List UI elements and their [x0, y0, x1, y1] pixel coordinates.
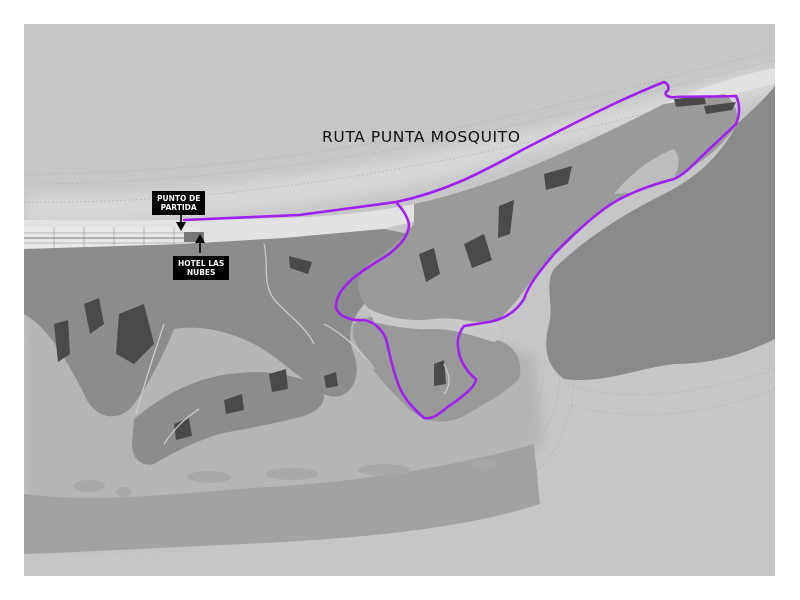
- map-frame[interactable]: RUTA PUNTA MOSQUITO PUNTO DE PARTIDA HOT…: [24, 24, 775, 576]
- land-southwest-island: [132, 372, 324, 465]
- start-label-line1: PUNTO DE: [157, 194, 201, 203]
- sand-bank-south: [24, 444, 540, 554]
- town: [24, 227, 204, 249]
- inner-bay: [369, 309, 501, 342]
- land-central: [358, 94, 738, 323]
- start-point-label[interactable]: PUNTO DE PARTIDA: [152, 191, 206, 215]
- map-title: RUTA PUNTA MOSQUITO: [322, 128, 521, 146]
- hotel-label[interactable]: HOTEL LAS NUBES: [173, 256, 230, 280]
- start-label-line2: PARTIDA: [160, 203, 197, 212]
- map-canvas[interactable]: [24, 24, 775, 576]
- land-east: [546, 86, 775, 381]
- hotel-label-line2: NUBES: [186, 268, 216, 277]
- mangrove-patches: [54, 96, 736, 440]
- islets: [73, 459, 498, 497]
- hotel-label-line1: HOTEL LAS: [178, 259, 225, 268]
- route-line[interactable]: [182, 80, 741, 420]
- surf-band: [24, 64, 775, 224]
- creeks: [135, 243, 450, 445]
- hotel-arrow: [195, 234, 205, 253]
- land-west: [24, 229, 409, 417]
